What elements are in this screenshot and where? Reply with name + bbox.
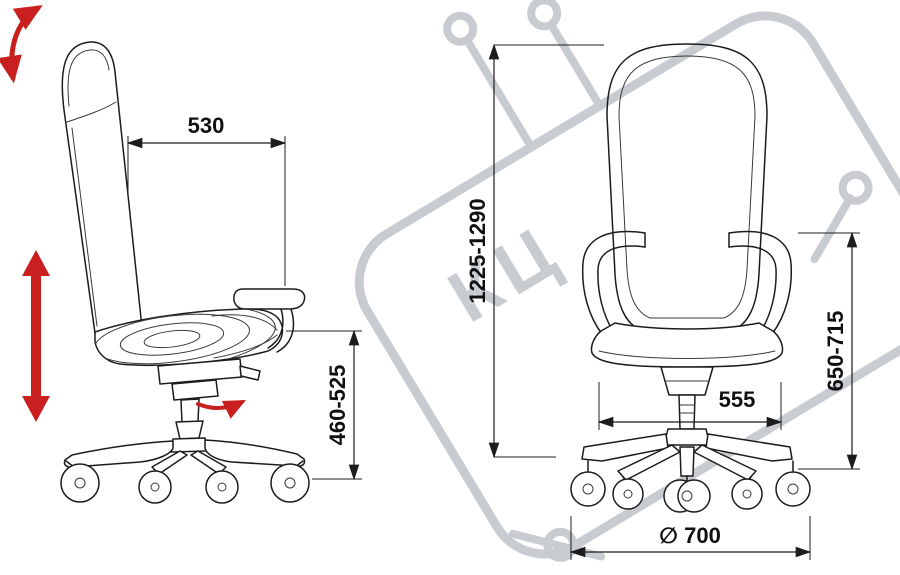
- watermark-node-icon: [443, 11, 478, 46]
- front-caster-wheel: [731, 478, 763, 510]
- side-backrest-stitch: [71, 127, 98, 327]
- watermark-node-icon: [838, 170, 873, 205]
- side-tilt-mechanism: [157, 358, 261, 401]
- dim-base-span-label: 555: [719, 387, 756, 412]
- dimension-base-span: 555: [597, 382, 783, 430]
- front-armrest-right: [728, 230, 793, 335]
- dimension-armrest-height: 650-715: [798, 231, 860, 471]
- side-seat-texture: [95, 308, 278, 366]
- side-armrest-pad: [233, 288, 306, 310]
- front-caster-wheel: [570, 471, 606, 507]
- recline-arrow: [0, 5, 43, 84]
- front-backrest-stitch: [618, 55, 756, 319]
- side-gas-lift: [175, 398, 204, 440]
- side-caster-wheel: [60, 463, 100, 503]
- dimension-seat-height: 460-525: [286, 329, 362, 481]
- dim-armrest-height-label: 650-715: [823, 311, 848, 392]
- front-seat-seam: [598, 350, 776, 359]
- front-backrest: [606, 43, 768, 332]
- front-view-chair: [570, 43, 811, 513]
- dimension-seat-depth: 530: [126, 113, 287, 286]
- height-adjust-arrow: [22, 250, 50, 422]
- dim-seat-depth-label: 530: [188, 113, 225, 138]
- dim-overall-height-label: 1225-1290: [465, 198, 490, 303]
- side-armrest-support: [276, 308, 295, 353]
- front-base: [570, 428, 811, 513]
- adjustment-arrows: [0, 5, 246, 422]
- side-headrest-seam: [66, 101, 117, 123]
- dimension-overall-height: 1225-1290: [465, 43, 604, 459]
- side-caster-wheel: [138, 470, 172, 504]
- side-headrest-stitch: [67, 49, 110, 107]
- side-armrest-support-inner: [267, 308, 284, 349]
- side-seat: [94, 308, 284, 366]
- side-view-chair: [60, 41, 310, 504]
- watermark-node-icon: [527, 0, 562, 31]
- front-seat: [590, 322, 784, 368]
- front-caster-wheel: [775, 471, 811, 507]
- front-armrest-left: [581, 230, 646, 335]
- dim-base-diameter-label: ∅ 700: [659, 523, 721, 548]
- front-caster-wheel: [677, 479, 711, 513]
- side-tilt-lever: [239, 365, 261, 381]
- side-caster-wheel: [270, 463, 310, 503]
- dimension-base-diameter: ∅ 700: [569, 516, 812, 560]
- dim-seat-height-label: 460-525: [325, 365, 350, 446]
- front-caster-wheel: [612, 478, 644, 510]
- tilt-lever-arrow: [196, 400, 246, 419]
- side-base: [60, 437, 310, 504]
- side-caster-wheel: [205, 470, 239, 504]
